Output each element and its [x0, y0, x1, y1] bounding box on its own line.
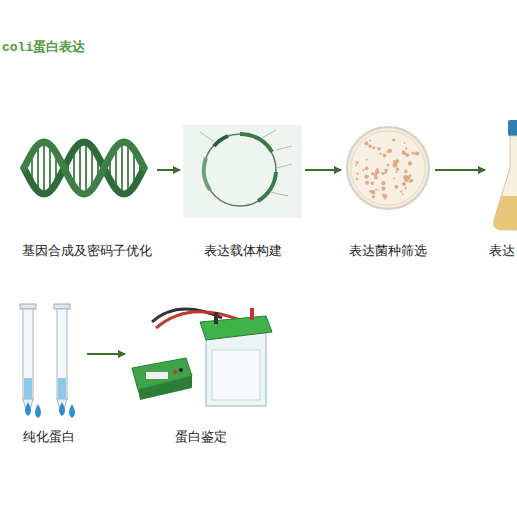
step-label: 表达载体构建: [183, 242, 302, 260]
step-label: 基因合成及密码子优化: [20, 242, 154, 260]
electrophoresis-unit: [132, 308, 272, 406]
step-label: 表达: [488, 242, 516, 260]
plasmid-panel: [183, 125, 302, 218]
purification-columns: [20, 304, 75, 418]
step-label: 表达菌种筛选: [344, 242, 432, 260]
step-node: 表达载体构建: [183, 125, 302, 260]
step-node: 表达: [488, 118, 516, 260]
step-label: 蛋白鉴定: [128, 428, 274, 446]
flow-arrow: [435, 169, 485, 171]
step-node: 纯化蛋白: [14, 300, 84, 446]
flow-arrow: [305, 169, 341, 171]
flow-arrow: [87, 353, 125, 355]
step-label: 纯化蛋白: [14, 428, 84, 446]
dna-helix: [24, 142, 144, 194]
flask: [494, 120, 517, 230]
plasmid-map: [200, 130, 292, 206]
step-node: 基因合成及密码子优化: [20, 130, 154, 260]
page-title: coli蛋白表达: [2, 38, 85, 56]
step-node: 表达菌种筛选: [344, 125, 432, 260]
step-node: 蛋白鉴定: [128, 300, 274, 446]
flow-arrow: [157, 169, 180, 171]
petri-dish: [347, 127, 429, 209]
